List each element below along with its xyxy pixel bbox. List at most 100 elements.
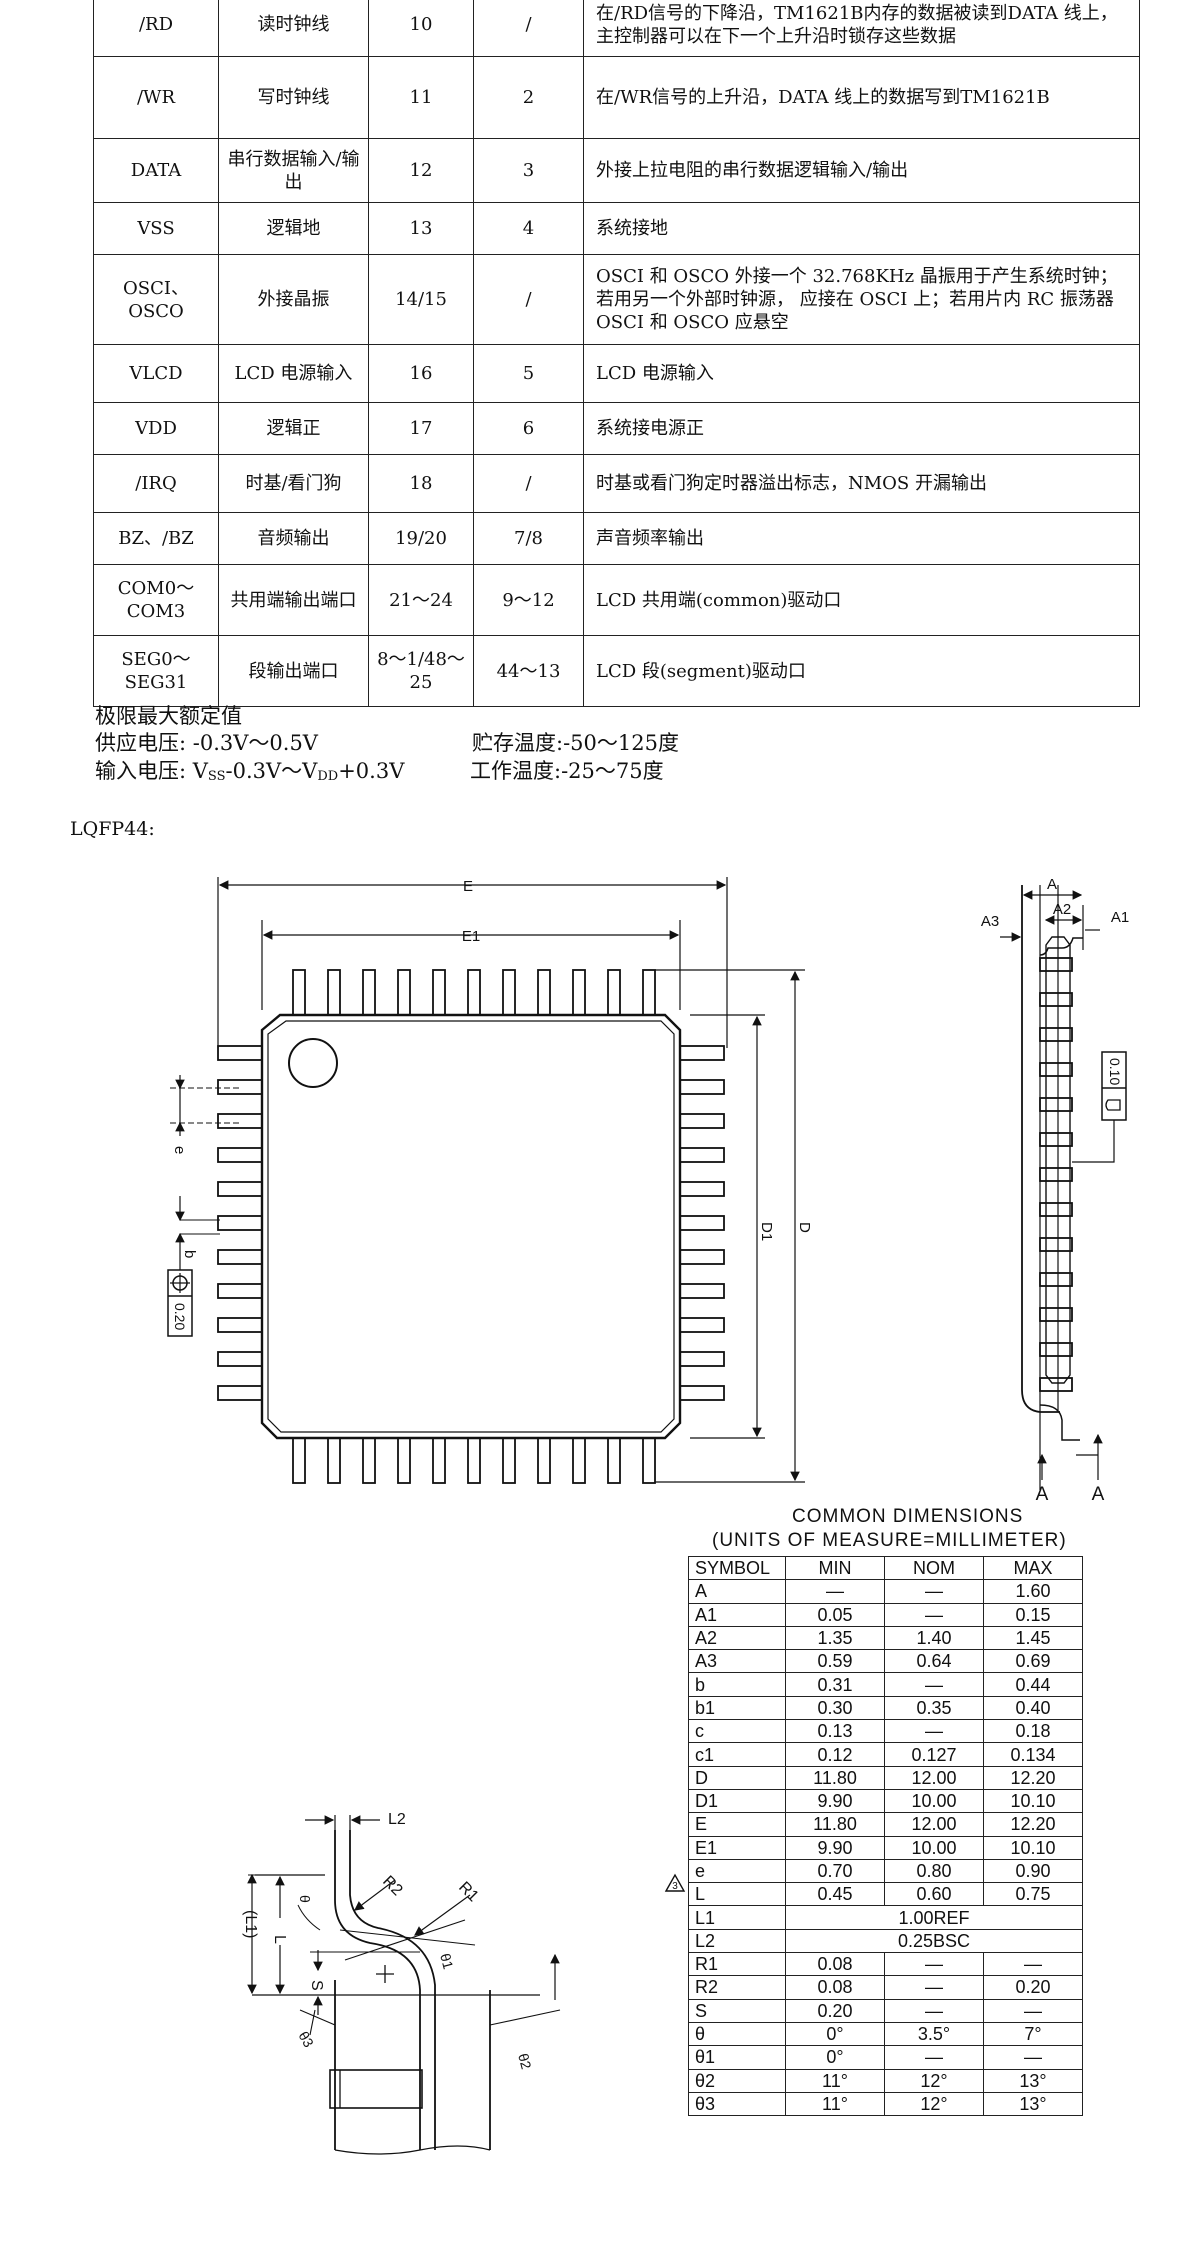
label-A3: A3: [981, 913, 999, 930]
lead-detail: [247, 1815, 561, 2155]
dimension-symbol: e: [688, 1858, 786, 1884]
dimension-symbol: D: [688, 1765, 786, 1790]
dimension-value: —: [884, 1602, 984, 1627]
pin-num1-cell: 21～24: [368, 564, 474, 636]
label-theta2: θ2: [515, 2052, 535, 2071]
dimension-value: 0.31: [785, 1672, 885, 1697]
dimension-value: —: [884, 1998, 984, 2023]
dimension-value: 1.40: [884, 1625, 984, 1651]
dimension-value: 0.60: [884, 1882, 984, 1907]
pin-desc-cell: 外接上拉电阻的串行数据逻辑输入/输出: [583, 138, 1140, 203]
pin-desc-cell: 在/WR信号的上升沿，DATA 线上的数据写到TM1621B: [583, 56, 1140, 139]
lead-top: [467, 969, 481, 1016]
dimension-value: 12°: [884, 2068, 984, 2093]
dimension-symbol: A2: [688, 1625, 786, 1651]
dimension-symbol: c: [688, 1719, 786, 1744]
lead-right: [679, 1113, 725, 1129]
pin-num1-cell: 12: [368, 138, 474, 203]
input-voltage-mid: -0.3V～V: [225, 759, 318, 783]
lead-top: [537, 969, 551, 1016]
dimension-value: 0.13: [785, 1719, 885, 1744]
label-L1: (L1): [242, 1910, 259, 1938]
dimension-value: 0.08: [785, 1952, 885, 1977]
input-voltage: 输入电压: VSS-0.3V～VDD+0.3V: [95, 755, 404, 785]
dimensions-header-cell: NOM: [884, 1555, 984, 1581]
lead-right: [679, 1351, 725, 1367]
dimension-value: 0.134: [983, 1742, 1083, 1767]
pin-num2-cell: 5: [473, 344, 584, 403]
lead-bottom: [607, 1437, 621, 1484]
dimensions-header-cell: MAX: [983, 1555, 1083, 1581]
dimension-value: 0.08: [785, 1975, 885, 2000]
dimension-value: 13°: [983, 2068, 1083, 2093]
dimension-value: 1.60: [983, 1579, 1083, 1604]
dimension-symbol: A1: [688, 1602, 786, 1627]
dimension-symbol: θ: [688, 2021, 786, 2047]
dimension-value: 1.00REF: [785, 1905, 1083, 1930]
note-triangle-icon: 3: [664, 1873, 686, 1892]
pin-num1-cell: 17: [368, 402, 474, 455]
side-lead: [1039, 1377, 1073, 1392]
lead-right: [679, 1147, 725, 1163]
side-lead: [1039, 992, 1073, 1007]
lead-right: [679, 1385, 725, 1401]
pin-pin-cell: /WR: [93, 56, 219, 139]
pin-desc-cell: LCD 段(segment)驱动口: [583, 635, 1140, 707]
lead-left: [217, 1249, 263, 1265]
pin-num2-cell: 44～13: [473, 635, 584, 707]
pin-pin-cell: OSCI、OSCO: [93, 254, 219, 345]
note-mark: 3: [672, 1881, 678, 1892]
lead-right: [679, 1181, 725, 1197]
pin-desc-cell: 系统接地: [583, 202, 1140, 255]
side-lead: [1039, 1272, 1073, 1287]
label-R1: R1: [455, 1879, 482, 1906]
pin-name-cell: 逻辑地: [218, 202, 369, 255]
dimension-value: 0.30: [785, 1695, 885, 1721]
lead-top: [502, 969, 516, 1016]
pin-num1-cell: 14/15: [368, 254, 474, 345]
dimension-symbol: R2: [688, 1975, 786, 2000]
lead-bottom: [537, 1437, 551, 1484]
lead-right: [679, 1249, 725, 1265]
dimension-symbol: R1: [688, 1952, 786, 1977]
lead-bottom: [432, 1437, 446, 1484]
lead-bottom: [572, 1437, 586, 1484]
dimension-value: —: [884, 1952, 984, 1977]
dimension-value: 11°: [785, 2068, 885, 2093]
dimension-value: 0.25BSC: [785, 1928, 1083, 1954]
lead-right: [679, 1079, 725, 1095]
dimension-symbol: L: [688, 1882, 786, 1907]
label-S: S: [308, 1980, 325, 1991]
side-lead: [1039, 1202, 1073, 1217]
side-lead: [1039, 1237, 1073, 1252]
pin-num2-cell: /: [473, 254, 584, 345]
pin-desc-cell: OSCI 和 OSCO 外接一个 32.768KHz 晶振用于产生系统时钟；若用…: [583, 254, 1140, 345]
lead-top: [572, 969, 586, 1016]
dimension-value: 0.12: [785, 1742, 885, 1767]
dimension-value: 0.44: [983, 1672, 1083, 1697]
side-lead: [1039, 1342, 1073, 1357]
label-tolerance-020: 0.20: [172, 1303, 188, 1330]
lead-bottom: [502, 1437, 516, 1484]
dimension-value: —: [884, 1975, 984, 2000]
dimension-symbol: L1: [688, 1905, 786, 1930]
lead-left: [217, 1317, 263, 1333]
lead-left: [217, 1113, 263, 1129]
supply-voltage: 供应电压: -0.3V～0.5V: [95, 731, 318, 755]
label-D: D: [796, 1222, 813, 1233]
lead-top: [432, 969, 446, 1016]
dimension-symbol: θ1: [688, 2045, 786, 2070]
dimension-symbol: A: [688, 1579, 786, 1604]
dimension-value: 11.80: [785, 1812, 885, 1837]
pin-num2-cell: 7/8: [473, 512, 584, 565]
